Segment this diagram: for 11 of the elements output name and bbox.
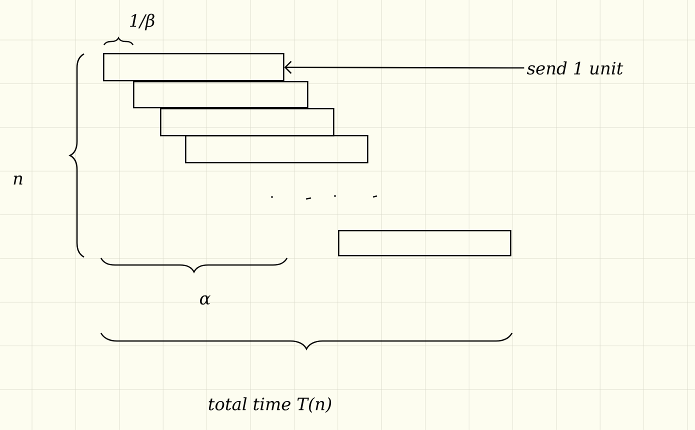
time-bar [338,230,512,256]
time-bar [133,81,308,108]
note-text: send 1 unit [527,61,624,75]
latency-label: α [200,295,210,305]
count-label: n [14,175,22,185]
total-time-label: total time T(n) [208,397,332,413]
arrow [284,60,524,74]
time-bar [185,135,368,164]
time-bar [103,53,284,82]
time-bar [160,108,334,136]
width-label: 1/β [130,14,154,30]
